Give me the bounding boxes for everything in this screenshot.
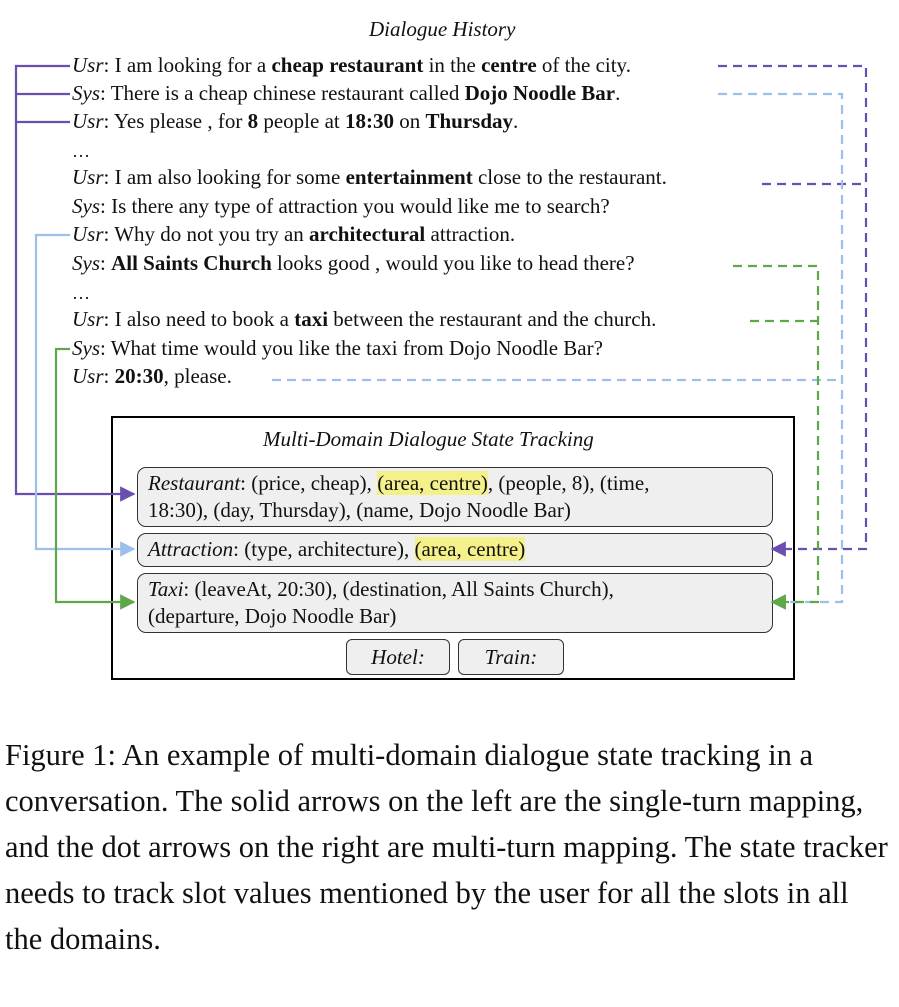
utterance-text: on (393, 109, 426, 133)
domain-state-line: (departure, Dojo Noodle Bar) (148, 603, 762, 630)
slot-value-text: cheap restaurant (271, 53, 424, 77)
utterance-text: : (100, 251, 112, 275)
slot-value-text: taxi (294, 307, 329, 331)
domain-state-line: Taxi: (leaveAt, 20:30), (destination, Al… (148, 576, 762, 603)
utterance-text: . (615, 81, 621, 105)
utterance-text: in the (423, 53, 482, 77)
slot-value-text: Dojo Noodle Bar (464, 81, 616, 105)
speaker-label: Sys (72, 251, 100, 275)
utterance-text: close to the restaurant. (472, 165, 667, 189)
slot-value-text: 18:30 (344, 109, 394, 133)
speaker-label: Sys (72, 336, 100, 360)
turn-9: Sys: What time would you like the taxi f… (72, 335, 603, 361)
taxi-single-turn-arrow (54, 347, 136, 610)
utterance-text: : (103, 364, 115, 388)
highlighted-slot: (area, centre) (377, 471, 488, 495)
domain-hotel: Hotel: (346, 639, 450, 675)
dst-panel: Multi-Domain Dialogue State Tracking Res… (111, 416, 795, 680)
utterance-text: : Why do not you try an (103, 222, 310, 246)
slot-value-text: centre (481, 53, 537, 77)
slot-value-text: Thursday (425, 109, 514, 133)
utterance-text: : Is there any type of attraction you wo… (100, 194, 610, 218)
dialogue-history-title: Dialogue History (369, 17, 516, 41)
domain-state-line: 18:30), (day, Thursday), (name, Dojo Noo… (148, 497, 762, 524)
utterance-text: of the city. (536, 53, 631, 77)
speaker-label: Usr (72, 307, 104, 331)
utterance-text: : What time would you like the taxi from… (100, 336, 603, 360)
domain-name: Attraction (148, 537, 234, 561)
domain-name: Taxi (148, 577, 184, 601)
utterance-text: : I am looking for a (103, 53, 272, 77)
utterance-text: looks good , would you like to head ther… (271, 251, 635, 275)
slot-text: (departure, Dojo Noodle Bar) (148, 604, 397, 628)
attraction-single-turn-arrow (34, 233, 136, 557)
turn-4: Usr: I am also looking for some entertai… (72, 164, 667, 190)
domain-name: Restaurant (148, 471, 241, 495)
slot-text: , (people, 8), (time, (487, 471, 650, 495)
slot-value-text: All Saints Church (111, 251, 272, 275)
turn-5: Sys: Is there any type of attraction you… (72, 193, 610, 219)
slot-value-text: entertainment (345, 165, 473, 189)
taxi-multi-turn-arrows (733, 264, 820, 610)
utterance-text: between the restaurant and the church. (328, 307, 657, 331)
domain-attraction: Attraction: (type, architecture), (area,… (137, 533, 773, 567)
turn-3: Usr: Yes please , for 8 people at 18:30 … (72, 108, 518, 134)
slot-text: : (price, cheap), (240, 471, 378, 495)
turn-7: Sys: All Saints Church looks good , woul… (72, 250, 635, 276)
figure-caption: Figure 1: An example of multi-domain dia… (5, 738, 888, 956)
ellipsis-1: … (72, 141, 90, 161)
utterance-text: : I also need to book a (103, 307, 295, 331)
highlighted-slot: (area, centre) (414, 537, 526, 561)
ellipsis-2: … (72, 283, 90, 303)
utterance-text: attraction. (425, 222, 516, 246)
utterance-text: . (513, 109, 519, 133)
slot-text: : (type, architecture), (233, 537, 415, 561)
turn-2: Sys: There is a cheap chinese restaurant… (72, 80, 620, 106)
turn-8: Usr: I also need to book a taxi between … (72, 306, 656, 332)
slot-value-text: 8 (247, 109, 259, 133)
utterance-text: : I am also looking for some (103, 165, 346, 189)
speaker-label: Usr (72, 109, 104, 133)
speaker-label: Sys (72, 81, 100, 105)
turn-10: Usr: 20:30, please. (72, 363, 232, 389)
slot-text: : (leaveAt, 20:30), (destination, All Sa… (183, 577, 614, 601)
domain-train: Train: (458, 639, 564, 675)
restaurant-multi-turn-arrows (718, 64, 868, 557)
restaurant-single-turn-arrows (14, 64, 136, 502)
turn-1: Usr: I am looking for a cheap restaurant… (72, 52, 631, 78)
domain-taxi: Taxi: (leaveAt, 20:30), (destination, Al… (137, 573, 773, 633)
slot-value-text: architectural (309, 222, 426, 246)
utterance-text: people at (258, 109, 345, 133)
domain-state-line: Restaurant: (price, cheap), (area, centr… (148, 470, 762, 497)
speaker-label: Usr (72, 364, 104, 388)
turn-6: Usr: Why do not you try an architectural… (72, 221, 515, 247)
slot-text: 18:30), (day, Thursday), (name, Dojo Noo… (148, 498, 571, 522)
utterance-text: : There is a cheap chinese restaurant ca… (100, 81, 465, 105)
speaker-label: Usr (72, 53, 104, 77)
domain-state-line: Attraction: (type, architecture), (area,… (148, 536, 762, 563)
dst-title: Multi-Domain Dialogue State Tracking (263, 427, 594, 451)
utterance-text: , please. (163, 364, 232, 388)
speaker-label: Sys (72, 194, 100, 218)
utterance-text: : Yes please , for (103, 109, 248, 133)
domain-restaurant: Restaurant: (price, cheap), (area, centr… (137, 467, 773, 527)
mapping-arrows (14, 64, 868, 610)
attraction-multi-turn-arrows (272, 92, 844, 610)
speaker-label: Usr (72, 165, 104, 189)
speaker-label: Usr (72, 222, 104, 246)
slot-value-text: 20:30 (114, 364, 164, 388)
